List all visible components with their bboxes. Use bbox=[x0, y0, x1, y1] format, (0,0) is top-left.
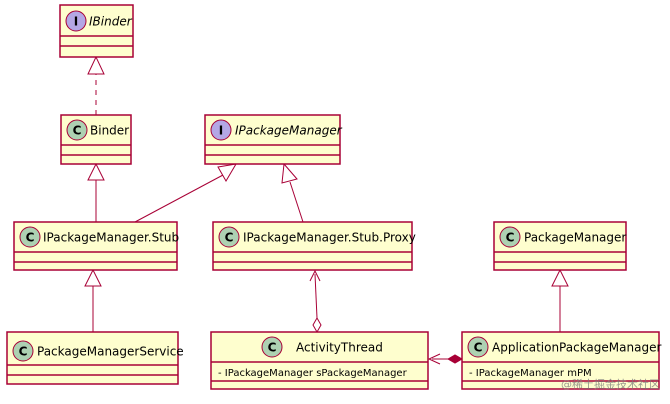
badge-letter: C bbox=[474, 341, 483, 355]
interface-badge-icon bbox=[65, 10, 87, 32]
edge-stub-extends-binder bbox=[87, 162, 105, 222]
class-name: PackageManager bbox=[524, 231, 626, 245]
class-binder: C Binder bbox=[60, 114, 132, 165]
class-ipackagemanager-stub: C IPackageManager.Stub bbox=[13, 221, 179, 271]
class-name: IBinder bbox=[89, 15, 133, 29]
class-badge-icon bbox=[19, 226, 41, 248]
class-badge-icon bbox=[467, 336, 489, 358]
class-name: PackageManagerService bbox=[37, 345, 184, 359]
class-name: ActivityThread bbox=[296, 341, 383, 355]
badge-letter: C bbox=[73, 124, 82, 138]
edge-apm-composes-activitythread bbox=[427, 353, 464, 365]
class-packagemanager: C PackageManager bbox=[493, 221, 627, 271]
class-name: IPackageManager bbox=[235, 124, 343, 138]
class-packagemanagerservice: C PackageManagerService bbox=[6, 331, 184, 385]
class-ipackagemanager-stub-proxy: C IPackageManager.Stub.Proxy bbox=[212, 221, 416, 271]
class-name: IPackageManager.Stub bbox=[43, 231, 179, 245]
class-field: - IPackageManager mPM bbox=[469, 368, 592, 379]
badge-letter: C bbox=[225, 231, 234, 245]
edge-apm-extends-packagemanager bbox=[551, 268, 569, 332]
edge-stub-implements-ipackagemanager bbox=[134, 163, 237, 223]
class-name: ApplicationPackageManager bbox=[492, 341, 661, 355]
class-name: IPackageManager.Stub.Proxy bbox=[243, 231, 416, 245]
class-ipackagemanager: I IPackageManager bbox=[204, 114, 343, 165]
class-badge-icon bbox=[12, 340, 34, 362]
class-applicationpackagemanager: C ApplicationPackageManager - IPackageMa… bbox=[461, 331, 661, 390]
badge-letter: C bbox=[26, 231, 35, 245]
badge-letter: C bbox=[268, 341, 277, 355]
badge-letter: I bbox=[219, 124, 223, 138]
interface-badge-icon bbox=[210, 119, 232, 141]
badge-letter: C bbox=[506, 231, 515, 245]
class-badge-icon bbox=[261, 336, 283, 358]
class-activitythread: C ActivityThread - IPackageManager sPack… bbox=[210, 331, 429, 390]
edge-activitythread-aggregates-proxy bbox=[309, 269, 322, 334]
class-ibinder: I IBinder bbox=[59, 4, 134, 58]
edge-binder-realizes-ibinder bbox=[87, 55, 105, 115]
class-name: Binder bbox=[90, 124, 129, 138]
class-badge-icon bbox=[66, 119, 88, 141]
edge-proxy-implements-ipackagemanager bbox=[281, 162, 304, 223]
watermark: @稀土掘金技术社区 bbox=[561, 378, 660, 391]
class-badge-icon bbox=[218, 226, 240, 248]
badge-letter: C bbox=[19, 345, 28, 359]
class-badge-icon bbox=[499, 226, 521, 248]
edge-service-extends-stub bbox=[84, 268, 102, 332]
class-field: - IPackageManager sPackageManager bbox=[218, 368, 408, 379]
badge-letter: I bbox=[74, 15, 78, 29]
edges: Proxy --> ActivityThread --> bbox=[84, 55, 569, 365]
